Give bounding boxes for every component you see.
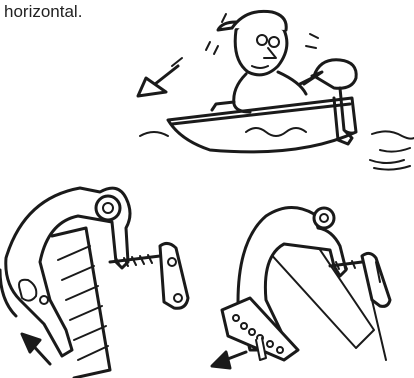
arrow-left-icon bbox=[212, 352, 246, 368]
